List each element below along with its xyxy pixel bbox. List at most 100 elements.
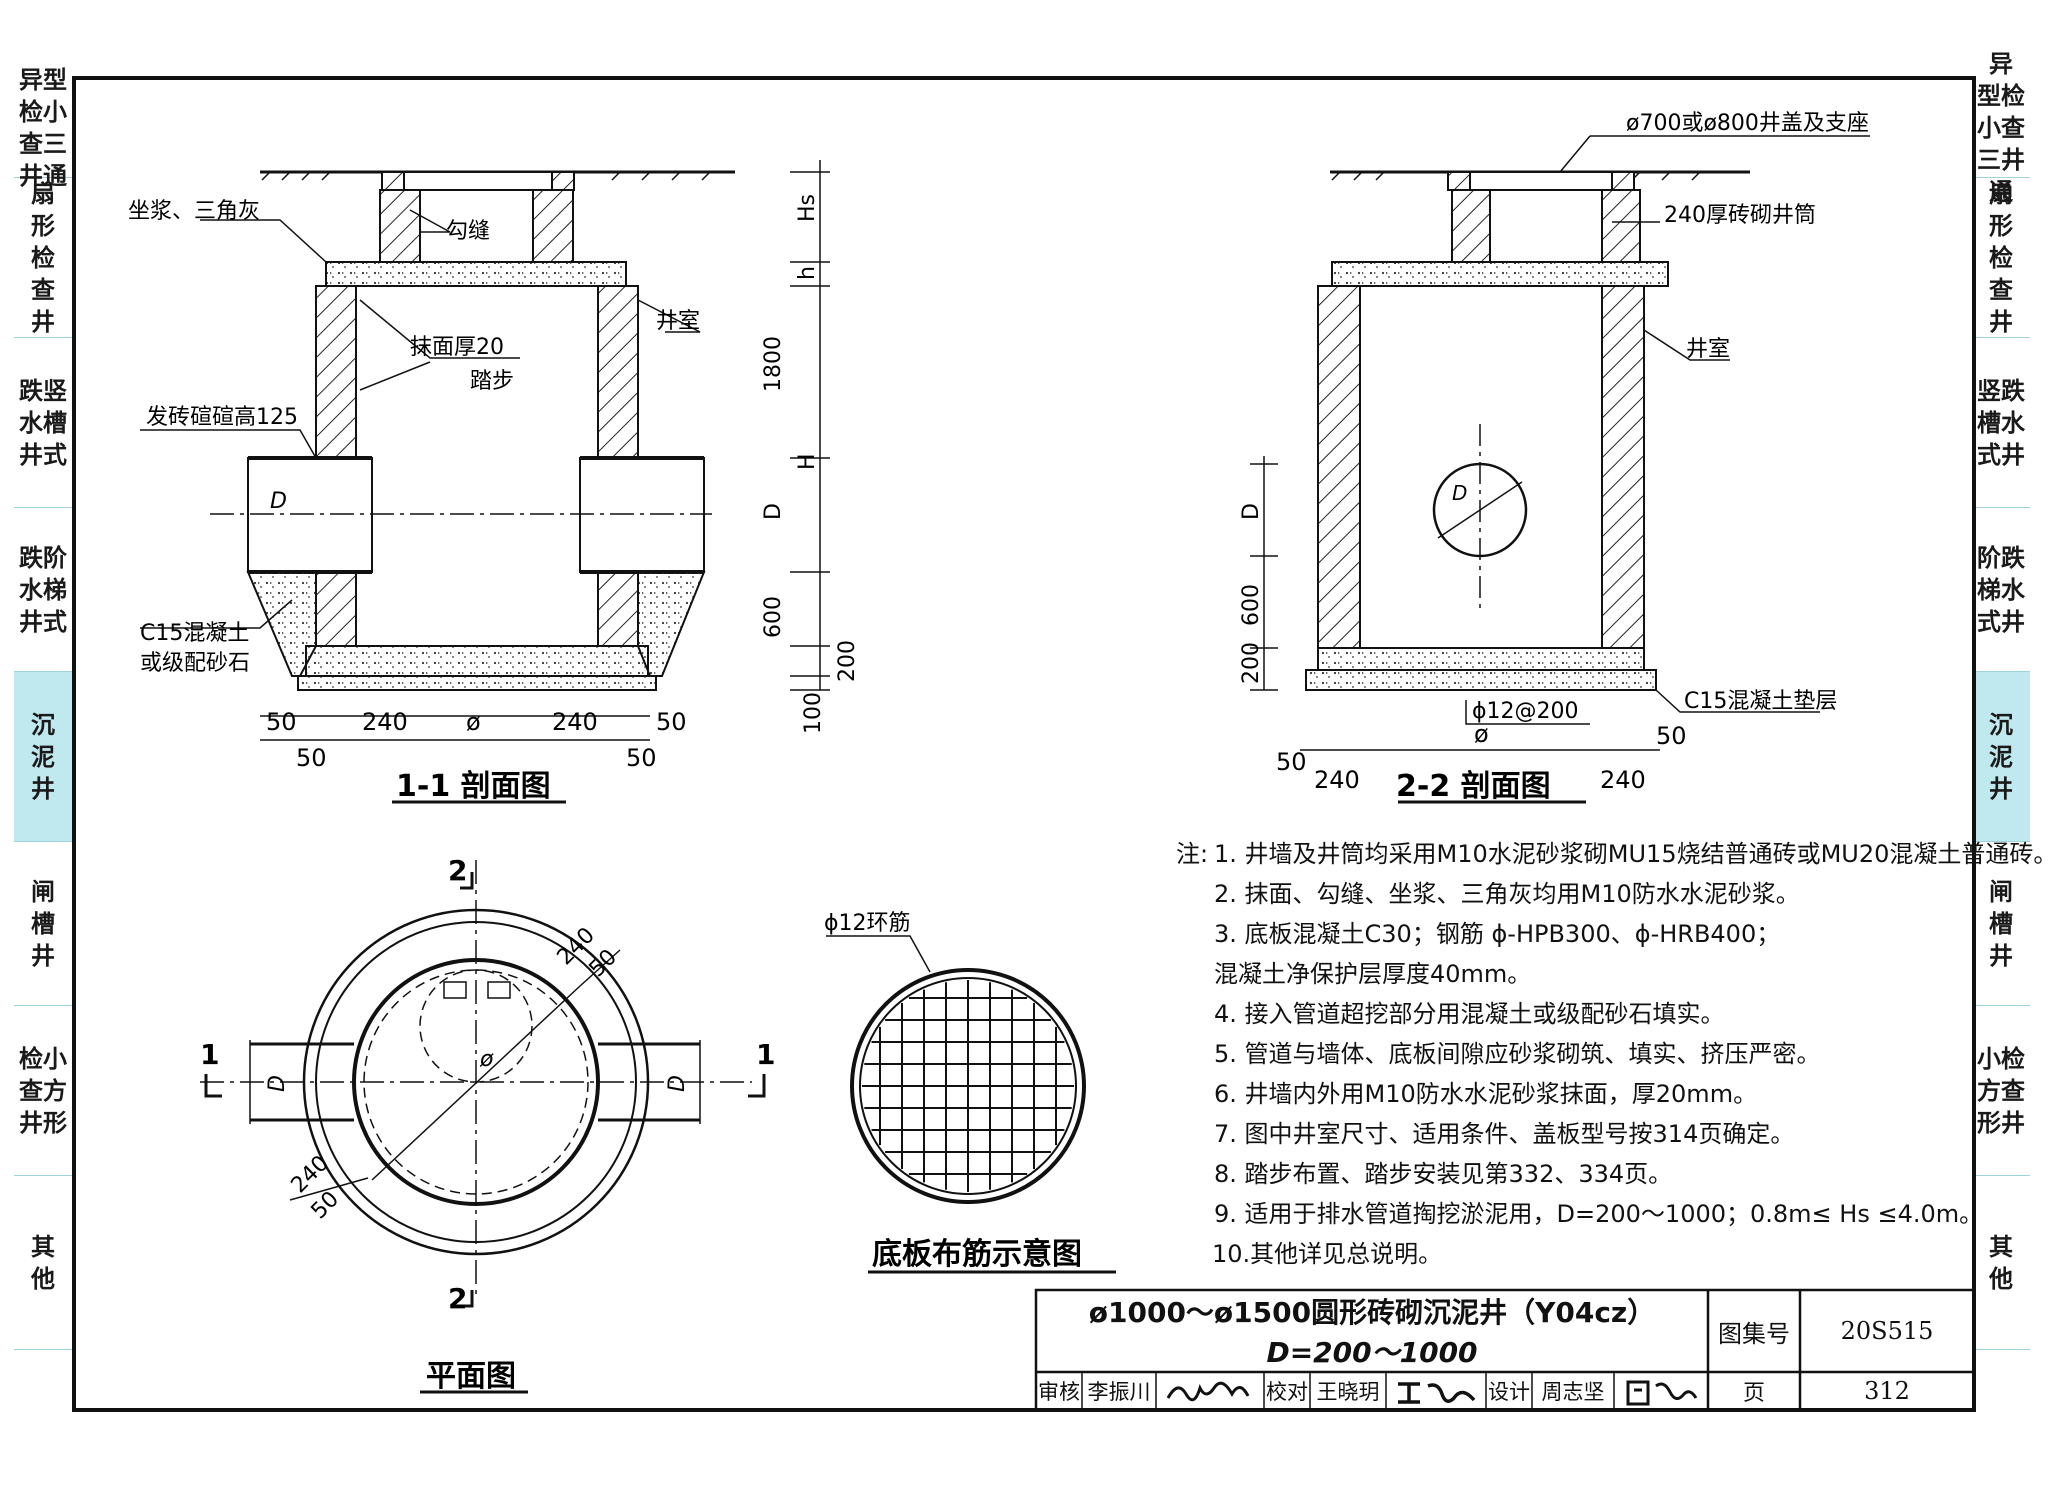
left-tab-label: 异型 检小 查三 井通 bbox=[19, 65, 67, 190]
left-tab-2[interactable]: 跌竖 水槽 井式 bbox=[14, 338, 72, 508]
right-tab-label: 竖跌 槽水 式井 bbox=[1977, 376, 2025, 469]
note-item: 10.其他详见总说明。 bbox=[1212, 1240, 1443, 1268]
label-pad: C15混凝土垫层 bbox=[1684, 689, 1837, 714]
plan-title: 平面图 bbox=[426, 1359, 516, 1394]
title-block bbox=[1034, 1288, 1976, 1412]
section-2-2-hdims: 50 240 ø 240 50 bbox=[1276, 720, 1687, 794]
note-item: 2. 抹面、勾缝、坐浆、三角灰均用M10防水水泥砂浆。 bbox=[1214, 880, 1800, 908]
left-tab-label: 跌阶 水梯 井式 bbox=[19, 543, 67, 636]
atlas-label: 图集号 bbox=[1718, 1319, 1790, 1348]
right-tab-6[interactable]: 小检 方查 形井 bbox=[1972, 1006, 2030, 1176]
section-1-1 bbox=[140, 160, 830, 804]
left-tab-5[interactable]: 闸 槽 井 bbox=[14, 842, 72, 1006]
label-mortar: 坐浆、三角灰 bbox=[128, 199, 260, 224]
dim-200: 200 bbox=[835, 640, 860, 682]
note-item: 混凝土净保护层厚度40mm。 bbox=[1214, 960, 1532, 988]
dim-h: H bbox=[795, 453, 820, 470]
dim-b-50-r: 50 bbox=[656, 708, 687, 736]
right-tab-1[interactable]: 扇 形 检 查 井 bbox=[1972, 178, 2030, 338]
dim2-200: 200 bbox=[1239, 642, 1264, 684]
pipe-d-label-2: D bbox=[1452, 481, 1467, 505]
label-step: 踏步 bbox=[470, 369, 514, 394]
mark-left: 1 bbox=[200, 1038, 219, 1071]
section-1-1-vdims: Hs h 1800 H D 600 200 100 bbox=[761, 194, 860, 734]
review-label: 审核 bbox=[1038, 1380, 1080, 1404]
right-tab-label: 扇 形 检 查 井 bbox=[1989, 179, 2013, 336]
rebar-title: 底板布筋示意图 bbox=[872, 1237, 1082, 1272]
dim-d: D bbox=[761, 503, 786, 520]
plan-50-b: 50 bbox=[307, 1187, 344, 1224]
designer-name: 周志坚 bbox=[1541, 1380, 1605, 1404]
rebar-view bbox=[826, 935, 1116, 1274]
mark-top: 2 bbox=[448, 854, 467, 887]
plan-phi: ø bbox=[479, 1047, 494, 1072]
right-tab-5[interactable]: 闸 槽 井 bbox=[1972, 842, 2030, 1006]
dim2-b-240-r: 240 bbox=[1600, 766, 1646, 794]
plan-d-left: D bbox=[265, 1075, 290, 1092]
reviewer-signature bbox=[1166, 1381, 1250, 1402]
plan-view bbox=[200, 860, 766, 1394]
right-tab-3[interactable]: 阶跌 梯水 式井 bbox=[1972, 508, 2030, 672]
label-arch: 发砖碹碹高125 bbox=[146, 405, 298, 430]
left-tab-1[interactable]: 扇 形 检 查 井 bbox=[14, 178, 72, 338]
left-tab-3[interactable]: 跌阶 水梯 井式 bbox=[14, 508, 72, 672]
dim-1800: 1800 bbox=[761, 336, 786, 392]
section-2-2-vdims: D 600 200 bbox=[1239, 503, 1264, 684]
label-pointing: 勾缝 bbox=[446, 219, 490, 244]
left-tab-label: 沉 泥 井 bbox=[31, 710, 55, 803]
note-item: 4. 接入管道超挖部分用混凝土或级配砂石填实。 bbox=[1214, 1000, 1725, 1028]
left-tab-7[interactable]: 其 他 bbox=[14, 1176, 72, 1350]
atlas-number: 20S515 bbox=[1840, 1317, 1934, 1345]
drawing-title-line1: ø1000～ø1500圆形砖砌沉泥井（Y04cz） bbox=[1088, 1296, 1656, 1329]
dim-b-50-l: 50 bbox=[266, 708, 297, 736]
left-tab-label: 其 他 bbox=[31, 1232, 55, 1293]
left-tab-0[interactable]: 异型 检小 查三 井通 bbox=[14, 66, 72, 190]
note-item: 3. 底板混凝土C30；钢筋 ɸ-HPB300、ɸ-HRB400； bbox=[1214, 920, 1781, 948]
section-1-1-title: 1-1 剖面图 bbox=[396, 769, 551, 804]
label-gravel: 或级配砂石 bbox=[140, 651, 250, 676]
right-tab-label: 闸 槽 井 bbox=[1989, 877, 2013, 970]
label-chamber: 井室 bbox=[656, 309, 700, 334]
plan-labels: 240 50 ø 240 50 D D bbox=[265, 923, 690, 1224]
left-tab-label: 检小 查方 井形 bbox=[19, 1044, 67, 1137]
dim2-d: D bbox=[1239, 503, 1264, 520]
right-tab-label: 沉 泥 井 bbox=[1989, 710, 2013, 803]
note-item: 7. 图中井室尺寸、适用条件、盖板型号按314页确定。 bbox=[1214, 1120, 1795, 1148]
left-tab-6[interactable]: 检小 查方 井形 bbox=[14, 1006, 72, 1176]
page-number: 312 bbox=[1864, 1377, 1910, 1405]
plan-d-right: D bbox=[665, 1075, 690, 1092]
reviewer-name: 李振川 bbox=[1087, 1380, 1151, 1404]
dim-b-phi: ø bbox=[466, 708, 481, 736]
dim2-b-240-l: 240 bbox=[1314, 766, 1360, 794]
dim-100: 100 bbox=[801, 692, 826, 734]
right-tab-4[interactable]: 沉 泥 井 bbox=[1972, 672, 2030, 842]
label-cover: ø700或ø800井盖及支座 bbox=[1626, 111, 1869, 136]
section-2-2-title: 2-2 剖面图 bbox=[1396, 769, 1551, 804]
right-tab-2[interactable]: 竖跌 槽水 式井 bbox=[1972, 338, 2030, 508]
dim-600: 600 bbox=[761, 596, 786, 638]
label-chamber-2: 井室 bbox=[1686, 337, 1730, 362]
right-tab-label: 异 型检 小查 三井 通 bbox=[1977, 49, 2025, 206]
right-tab-label: 阶跌 梯水 式井 bbox=[1977, 543, 2025, 636]
right-tab-7[interactable]: 其 他 bbox=[1972, 1176, 2030, 1350]
note-item: 1. 井墙及井筒均采用M10水泥砂浆砌MU15烧结普通砖或MU20混凝土普通砖。 bbox=[1214, 840, 2048, 868]
left-tab-label: 扇 形 检 查 井 bbox=[31, 179, 55, 336]
page-label: 页 bbox=[1742, 1381, 1765, 1406]
dim2-b-50-r: 50 bbox=[1656, 722, 1687, 750]
note-item: 5. 管道与墙体、底板间隙应砂浆砌筑、填实、挤压严密。 bbox=[1214, 1040, 1821, 1068]
note-item: 6. 井墙内外用M10防水水泥砂浆抹面，厚20mm。 bbox=[1214, 1080, 1758, 1108]
left-tab-4[interactable]: 沉 泥 井 bbox=[14, 672, 72, 842]
dim-h-small: h bbox=[795, 266, 820, 280]
mark-right: 1 bbox=[756, 1038, 775, 1071]
checker-name: 王晓玥 bbox=[1316, 1380, 1380, 1404]
rebar-ring-label: ɸ12环筋 bbox=[824, 911, 911, 936]
dim-b2-50-r: 50 bbox=[626, 744, 657, 772]
right-tab-0[interactable]: 异 型检 小查 三井 通 bbox=[1972, 50, 2030, 206]
notes-prefix: 注: bbox=[1176, 840, 1209, 868]
plan-section-marks: 2 2 1 1 bbox=[200, 854, 775, 1315]
dim-b2-50-l: 50 bbox=[296, 744, 327, 772]
pipe-d-label: D bbox=[270, 489, 287, 514]
drawing-frame bbox=[72, 76, 1976, 1412]
dim-b-240-l: 240 bbox=[362, 708, 408, 736]
